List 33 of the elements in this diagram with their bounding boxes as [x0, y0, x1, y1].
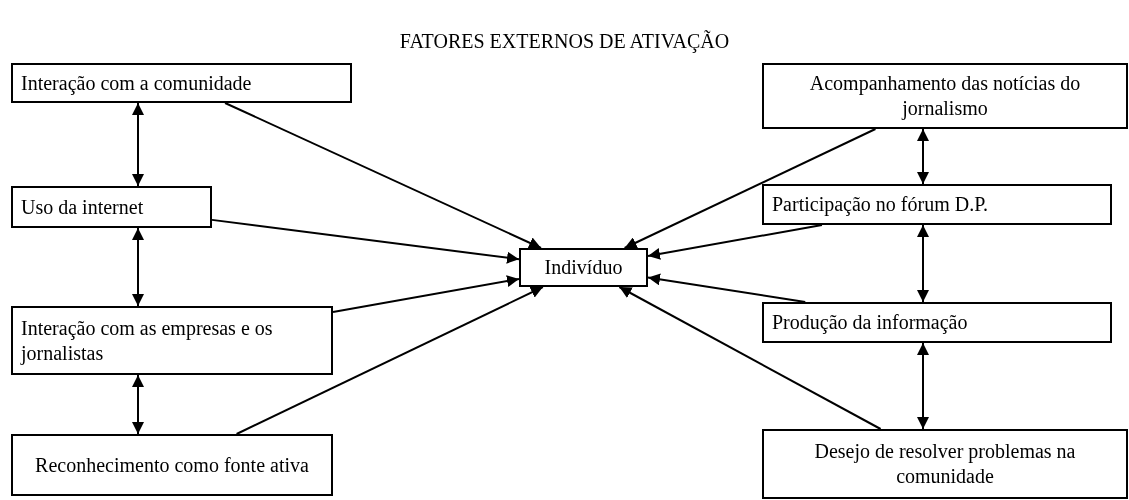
arrow — [224, 102, 542, 249]
process-box — [762, 302, 1112, 343]
process-box — [519, 248, 648, 287]
process-box — [11, 434, 333, 496]
arrow — [647, 273, 807, 303]
arrow — [332, 275, 520, 313]
arrow — [132, 227, 144, 307]
process-box — [11, 186, 212, 228]
box-label: Uso da internet — [21, 194, 145, 220]
box-label: Interação com as empresas e os jornalistas — [21, 315, 274, 366]
process-box — [11, 63, 352, 103]
arrow — [647, 224, 823, 260]
arrow — [235, 286, 544, 435]
box-label: Reconhecimento como fonte ativa — [34, 452, 310, 478]
diagram-title: FATORES EXTERNOS DE ATIVAÇÃO — [398, 29, 731, 55]
arrow — [132, 374, 144, 435]
box-label: Produção da informação — [772, 310, 969, 335]
box-label: Indivíduo — [543, 255, 624, 280]
arrow — [623, 128, 877, 249]
arrow — [211, 218, 520, 264]
box-label: Participação no fórum D.P. — [772, 192, 990, 217]
box-label: Acompanhamento das notícias do jornalismo — [808, 71, 1082, 121]
arrow — [917, 224, 929, 303]
arrow — [132, 102, 144, 187]
box-label: Interação com a comunidade — [21, 70, 253, 96]
process-box — [762, 429, 1128, 499]
arrow — [917, 342, 929, 430]
process-box — [11, 306, 333, 375]
arrow — [618, 286, 882, 430]
arrow — [917, 128, 929, 185]
process-box — [762, 63, 1128, 129]
box-label: Desejo de resolver problemas na comunidade — [813, 439, 1077, 489]
process-box — [762, 184, 1112, 225]
